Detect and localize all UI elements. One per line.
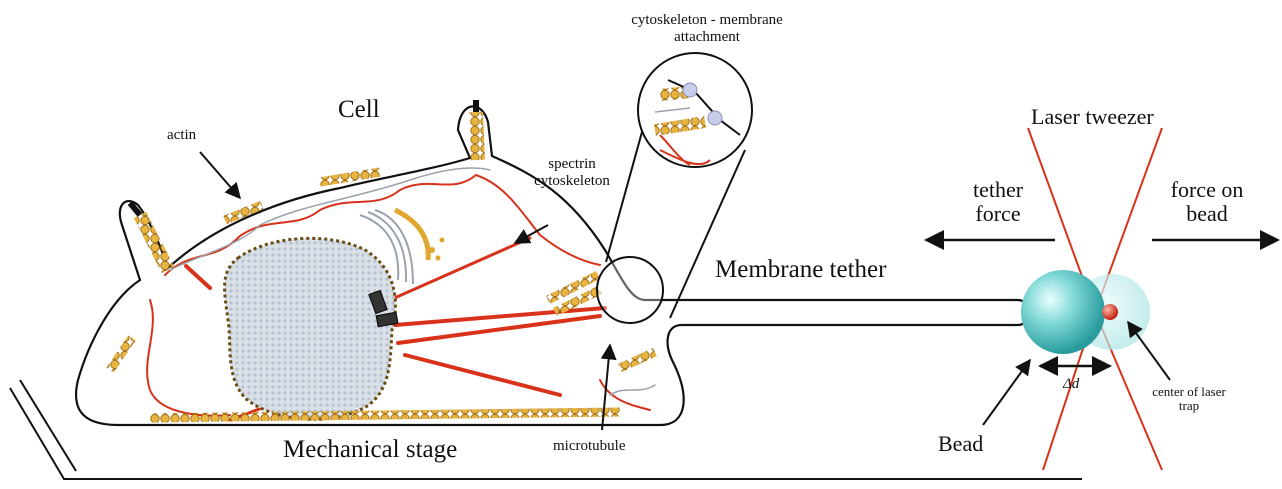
membrane-tether-label: Membrane tether	[715, 256, 886, 284]
delta-d-label: Δd	[1063, 376, 1079, 393]
bead-label: Bead	[938, 432, 983, 456]
cell-label: Cell	[338, 96, 380, 124]
tether-force-label: tether force	[948, 178, 1048, 226]
attachment-label: cytoskeleton - membrane attachment	[612, 12, 802, 45]
laser-tweezer-label: Laser tweezer	[1031, 105, 1154, 129]
bead	[1021, 270, 1105, 354]
center-of-laser-trap-label: center of laser trap	[1134, 385, 1244, 414]
mechanical-stage-label: Mechanical stage	[283, 436, 457, 464]
laser-trap-center	[1102, 304, 1118, 320]
nucleus	[225, 238, 396, 419]
actin-label: actin	[167, 127, 196, 144]
microtubule-label: microtubule	[553, 438, 625, 455]
force-on-bead-label: force on bead	[1152, 178, 1262, 226]
spectrin-label: spectrin cytoskeleton	[514, 156, 630, 189]
